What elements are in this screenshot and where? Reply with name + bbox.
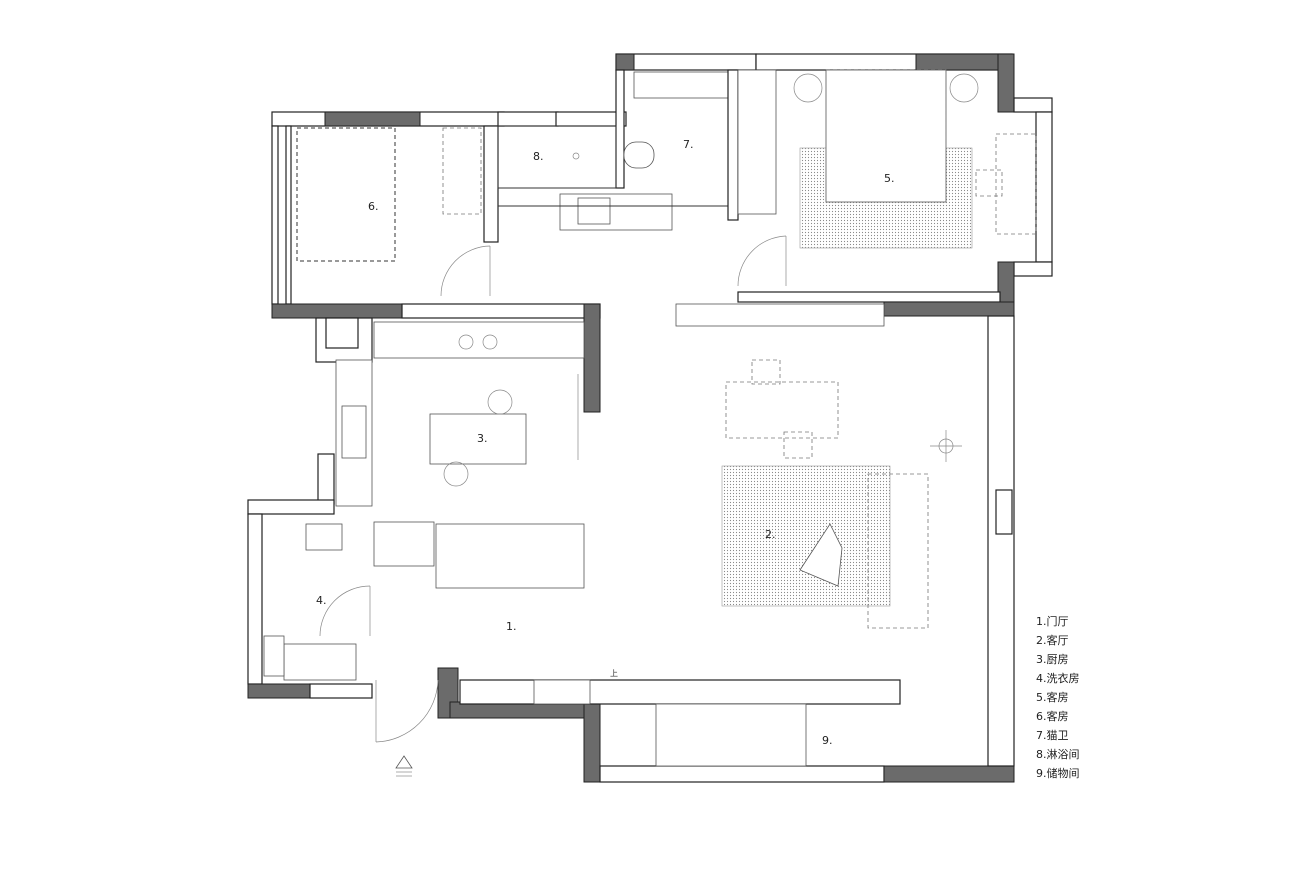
legend-item-2: 2.客厅 [1036, 633, 1069, 647]
room-label-5: 5. [884, 172, 895, 185]
legend: 1.门厅 2.客厅 3.厨房 4.洗衣房 5.客房 6.客房 7.猫卫 8.淋浴… [1036, 614, 1080, 780]
legend-item-8: 8.淋浴间 [1036, 748, 1080, 761]
room-label-7: 7. [683, 138, 694, 151]
stair-up-mark: 上 [610, 669, 618, 678]
room-4-walls [247, 453, 373, 699]
room-label-8: 8. [533, 150, 544, 163]
room-label-4: 4. [316, 594, 327, 607]
room-label-3: 3. [477, 432, 488, 445]
room-2-walls [675, 303, 1015, 767]
legend-item-3: 3.厨房 [1036, 653, 1069, 666]
room-label-6: 6. [368, 200, 379, 213]
legend-item-9: 9.储物间 [1036, 766, 1080, 780]
room-3-walls [315, 303, 601, 589]
legend-item-6: 6.客房 [1036, 709, 1069, 723]
legend-item-1: 1.门厅 [1036, 614, 1069, 628]
room-label-2: 2. [765, 528, 776, 541]
legend-item-5: 5.客房 [1036, 690, 1069, 704]
room-5-walls [727, 53, 1053, 317]
legend-item-7: 7.猫卫 [1036, 729, 1069, 742]
room-6-walls [271, 111, 601, 319]
room-label-9: 9. [822, 734, 833, 747]
legend-item-4: 4.洗衣房 [1036, 671, 1080, 685]
entrance-arrow-icon [395, 755, 413, 777]
bathrooms-walls [497, 53, 757, 231]
room-label-1: 1. [506, 620, 517, 633]
entrance-stair-walls [375, 667, 1015, 783]
